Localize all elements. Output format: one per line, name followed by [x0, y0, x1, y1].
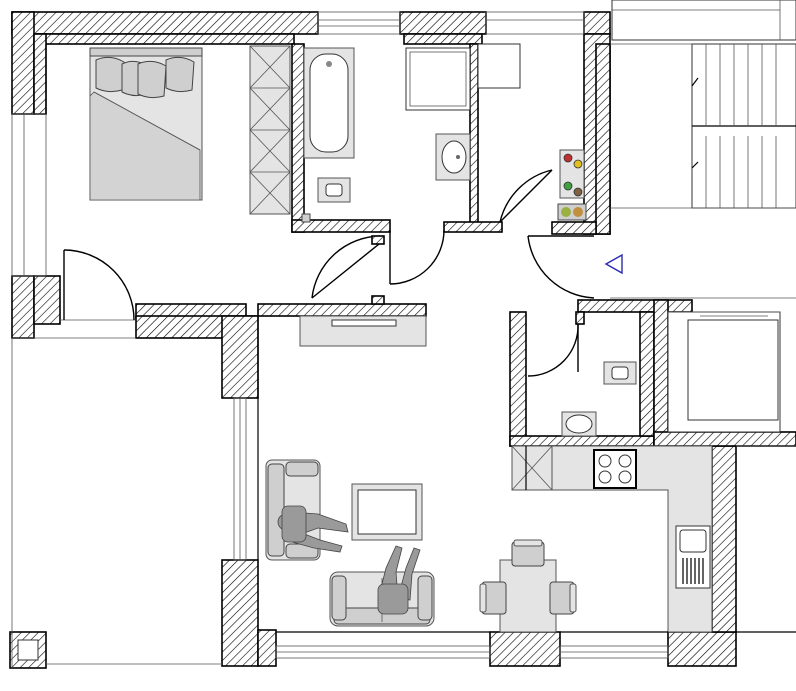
toilet — [317, 177, 351, 203]
entrance-arrow-icon — [604, 253, 623, 275]
utility-panel — [557, 149, 587, 221]
chair-top — [511, 539, 545, 567]
living-room — [265, 315, 577, 633]
bathtub — [303, 47, 355, 159]
guest-wc — [527, 311, 637, 437]
wardrobe — [249, 45, 291, 215]
washbasin — [435, 133, 471, 181]
room-outlines — [45, 44, 796, 633]
wc-door — [527, 311, 585, 377]
corridor-door-left — [311, 235, 385, 305]
kitchen-sink — [675, 525, 711, 589]
hob — [593, 449, 637, 489]
entrance-door — [499, 169, 595, 299]
person-seated-armchair — [277, 505, 349, 553]
windows — [11, 11, 669, 668]
stair-treads — [691, 44, 777, 208]
wc-washbasin — [561, 411, 597, 437]
wall-cabinet — [477, 43, 521, 89]
washing-machine — [405, 47, 471, 111]
bathroom — [301, 47, 471, 285]
double-bed — [89, 47, 203, 201]
sideboard — [299, 315, 427, 347]
coffee-table — [351, 483, 423, 541]
bathroom-door — [389, 229, 445, 285]
exterior-walls — [9, 11, 796, 669]
corridor — [311, 43, 595, 305]
wc-toilet — [603, 361, 637, 385]
kitchen — [511, 445, 713, 633]
stairwell — [604, 0, 796, 299]
kitchen-cabinet — [511, 445, 553, 491]
chair-left — [479, 581, 507, 615]
bedroom-door — [63, 249, 135, 321]
socket-icon — [301, 213, 311, 223]
lift — [667, 311, 781, 433]
chair-right — [549, 581, 577, 615]
person-seated-sofa — [377, 545, 421, 615]
bedroom — [63, 45, 291, 321]
dining-table — [479, 539, 577, 633]
